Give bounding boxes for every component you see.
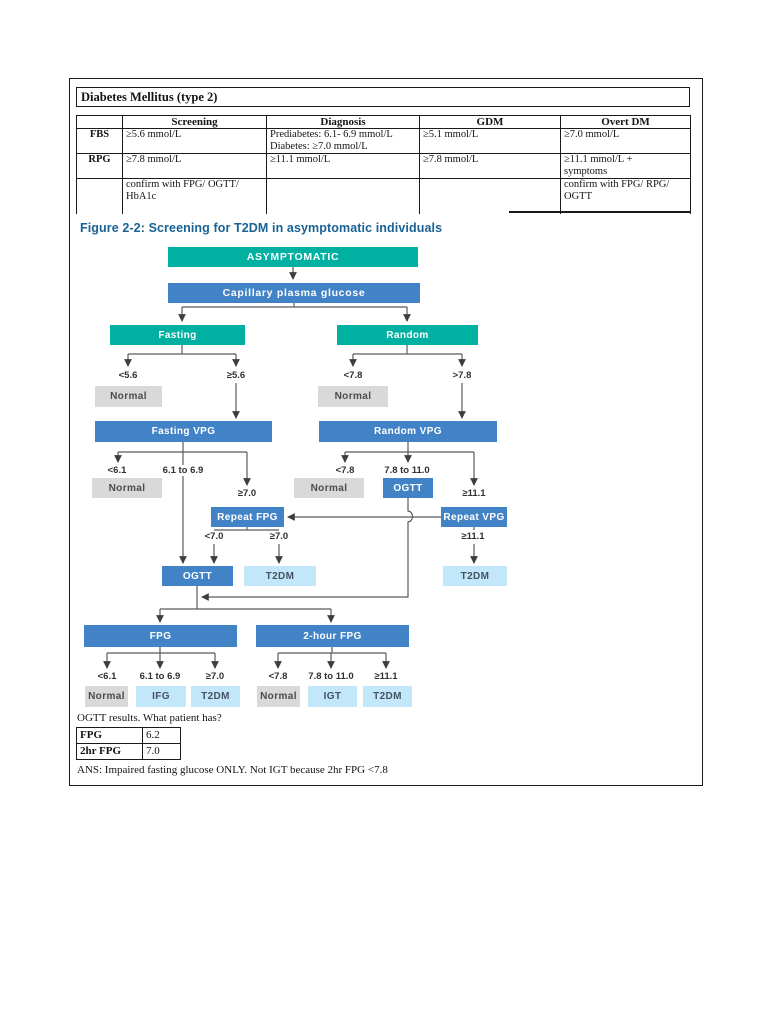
threshold-label: <7.8: [335, 465, 355, 476]
row-label: [76, 178, 123, 214]
node-t2dm-4: T2DM: [363, 686, 412, 707]
threshold-label: ≥7.0: [235, 488, 259, 499]
threshold-label: ≥7.0: [205, 671, 225, 682]
node-t2dm-3: T2DM: [191, 686, 240, 707]
node-normal-1: Normal: [95, 386, 162, 407]
table-cell: ≥5.1 mmol/L: [419, 128, 561, 154]
node-repeat-vpg: Repeat VPG: [441, 507, 507, 527]
node-t2dm-1: T2DM: [244, 566, 316, 586]
node-random-vpg: Random VPG: [319, 421, 497, 442]
quiz-row-label: 2hr FPG: [76, 743, 143, 760]
node-random: Random: [337, 325, 478, 345]
node-two-hour-fpg: 2-hour FPG: [256, 625, 409, 647]
threshold-label: ≥11.1: [461, 531, 485, 542]
table-cell: ≥5.6 mmol/L: [122, 128, 267, 154]
threshold-label: ≥11.1: [374, 671, 398, 682]
threshold-label: 7.8 to 11.0: [382, 465, 432, 476]
column-header: GDM: [419, 115, 561, 129]
quiz-row-value: 6.2: [142, 727, 181, 744]
node-normal-6: Normal: [257, 686, 300, 707]
threshold-label: <7.0: [204, 531, 224, 542]
table-cell: [419, 178, 561, 214]
table-row: RPG≥7.8 mmol/L≥11.1 mmol/L≥7.8 mmol/L≥11…: [76, 153, 691, 179]
threshold-label: >7.8: [452, 370, 472, 381]
node-normal-3: Normal: [92, 478, 162, 498]
node-igt: IGT: [308, 686, 357, 707]
node-ifg: IFG: [136, 686, 186, 707]
threshold-label: <5.6: [118, 370, 138, 381]
node-capillary: Capillary plasma glucose: [168, 283, 420, 303]
node-normal-5: Normal: [85, 686, 128, 707]
threshold-label: <7.8: [343, 370, 363, 381]
node-repeat-fpg: Repeat FPG: [211, 507, 284, 527]
column-header: Screening: [122, 115, 267, 129]
threshold-label: <6.1: [107, 465, 127, 476]
column-header: Diagnosis: [266, 115, 420, 129]
threshold-label: <7.8: [268, 671, 288, 682]
table-cell: ≥7.8 mmol/L: [419, 153, 561, 179]
table-cell: [266, 178, 420, 214]
node-ogtt-1: OGTT: [383, 478, 433, 498]
node-normal-2: Normal: [318, 386, 388, 407]
figure-caption: Figure 2-2: Screening for T2DM in asympt…: [80, 221, 443, 235]
table-cell: confirm with FPG/ RPG/OGTT: [560, 178, 691, 214]
threshold-label: 6.1 to 6.9: [160, 465, 206, 476]
table-cell: confirm with FPG/ OGTT/HbA1c: [122, 178, 267, 214]
threshold-label: 7.8 to 11.0: [308, 671, 354, 682]
quiz-answer: ANS: Impaired fasting glucose ONLY. Not …: [77, 764, 388, 776]
node-fasting: Fasting: [110, 325, 245, 345]
column-header: [76, 115, 123, 129]
threshold-label: ≥7.0: [269, 531, 289, 542]
dm-table-title: Diabetes Mellitus (type 2): [76, 87, 690, 107]
threshold-label: <6.1: [97, 671, 117, 682]
table-cell: ≥11.1 mmol/L +symptoms: [560, 153, 691, 179]
column-header: Overt DM: [560, 115, 691, 129]
table-cell: ≥7.8 mmol/L: [122, 153, 267, 179]
threshold-label: ≥11.1: [460, 488, 488, 499]
node-ogtt-2: OGTT: [162, 566, 233, 586]
threshold-label: ≥5.6: [226, 370, 246, 381]
row-label: FBS: [76, 128, 123, 154]
node-normal-4: Normal: [294, 478, 364, 498]
quiz-row-value: 7.0: [142, 743, 181, 760]
quiz-question: OGTT results. What patient has?: [77, 712, 222, 724]
node-t2dm-2: T2DM: [443, 566, 507, 586]
table-row: confirm with FPG/ OGTT/HbA1c confirm with…: [76, 178, 691, 214]
threshold-label: 6.1 to 6.9: [139, 671, 181, 682]
table-cell: ≥11.1 mmol/L: [266, 153, 420, 179]
node-fasting-vpg: Fasting VPG: [95, 421, 272, 442]
table-cell: ≥7.0 mmol/L: [560, 128, 691, 154]
node-asymptomatic: ASYMPTOMATIC: [168, 247, 418, 267]
row-label: RPG: [76, 153, 123, 179]
node-fpg: FPG: [84, 625, 237, 647]
table-partial-bottom-border: [509, 211, 690, 213]
quiz-row-label: FPG: [76, 727, 143, 744]
